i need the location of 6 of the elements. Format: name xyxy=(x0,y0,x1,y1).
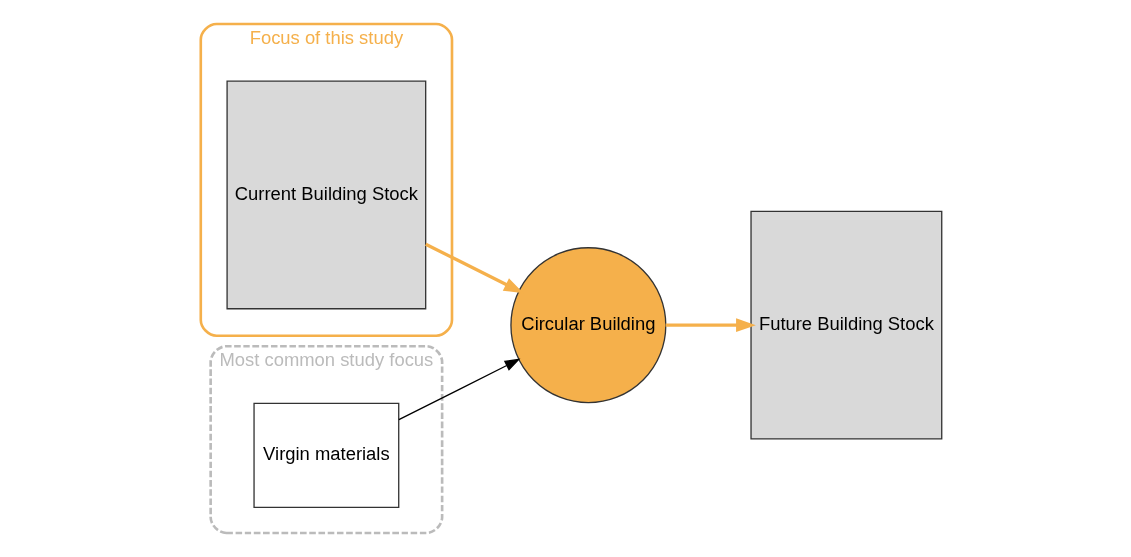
arrow xyxy=(397,358,520,421)
node-circle: Circular Building xyxy=(509,247,666,404)
node-box: Virgin materials xyxy=(252,402,399,508)
node-box: Current Building Stock xyxy=(225,80,426,310)
arrow xyxy=(665,318,756,333)
node-box: Future Building Stock xyxy=(749,210,942,440)
